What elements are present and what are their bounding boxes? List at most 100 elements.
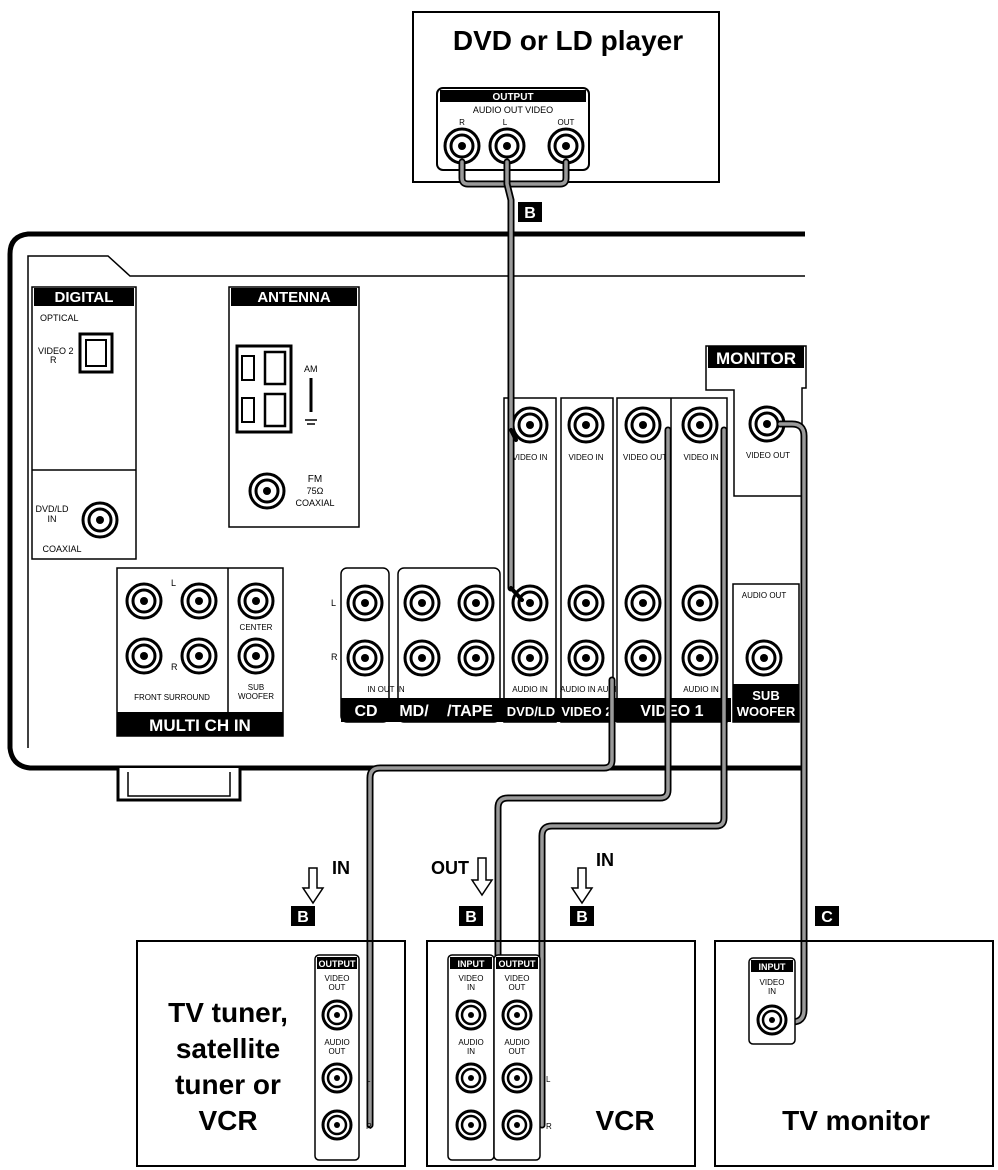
dvd-coax-label-2: IN xyxy=(48,514,57,524)
cd-in-r-jack[interactable] xyxy=(346,639,384,677)
vcr-audio-in-r-jack[interactable] xyxy=(455,1109,487,1141)
front-l-jack[interactable] xyxy=(125,582,163,620)
video2-audio-r-jack[interactable] xyxy=(567,639,605,677)
monitor-video-out-label: VIDEO OUT xyxy=(746,451,790,460)
tv-monitor-device: TV monitor INPUT VIDEO IN xyxy=(714,940,994,1167)
surround-l-jack[interactable] xyxy=(180,582,218,620)
video1-video-in-jack[interactable] xyxy=(681,406,719,444)
marker-b-vcr-left: B xyxy=(459,906,483,926)
fm-coaxial-jack[interactable] xyxy=(248,472,286,510)
marker-b-tuner: B xyxy=(291,906,315,926)
am-label: AM xyxy=(304,364,318,374)
tv-tuner-video-label-2: OUT xyxy=(329,983,346,992)
tv-tuner-l-label: L xyxy=(366,1075,371,1084)
dvd-coaxial-jack[interactable] xyxy=(81,501,119,539)
out-label: OUT xyxy=(431,858,469,878)
multi-r-label: R xyxy=(171,662,178,672)
vcr-r-label: R xyxy=(546,1122,552,1131)
vcr-output-label: OUTPUT xyxy=(499,959,537,969)
video1-video-out-jack[interactable] xyxy=(624,406,662,444)
multi-sub-jack[interactable] xyxy=(237,637,275,675)
tv-tuner-audio-l-jack[interactable] xyxy=(321,1062,353,1094)
vcr-audio-out-label-1: AUDIO xyxy=(504,1038,529,1047)
video2-video-in-label: VIDEO IN xyxy=(568,453,603,462)
video1-video-in-label: VIDEO IN xyxy=(683,453,718,462)
vcr-audio-out-l-jack[interactable] xyxy=(501,1062,533,1094)
marker-c: C xyxy=(815,906,839,926)
video1-audio-in-r-jack[interactable] xyxy=(681,639,719,677)
vcr-video-out-label-1: VIDEO xyxy=(505,974,530,983)
dvd-ld-audio-r-jack[interactable] xyxy=(511,639,549,677)
digital-header: DIGITAL xyxy=(55,289,114,306)
md-out-l-jack[interactable] xyxy=(403,584,441,622)
front-r-jack[interactable] xyxy=(125,637,163,675)
tv-tuner-video-out-jack[interactable] xyxy=(321,999,353,1031)
dvd-audio-l-jack[interactable] xyxy=(488,127,526,165)
vcr-device: VCR INPUT OUTPUT VIDEO IN VIDEO OUT AUDI… xyxy=(426,940,696,1167)
sub-woofer-panel: AUDIO OUT SUB WOOFER xyxy=(732,583,800,723)
fm-label: FM xyxy=(308,474,322,485)
vcr-title: VCR xyxy=(595,1105,654,1136)
dvd-ld-audio-in-label: AUDIO IN xyxy=(512,685,548,694)
cable-b-vcr-in xyxy=(538,426,728,1129)
tv-tuner-audio-r-jack[interactable] xyxy=(321,1109,353,1141)
dvd-coax-label-1: DVD/LD xyxy=(35,504,69,514)
digital-coaxial-label: COAXIAL xyxy=(42,544,81,554)
multi-sub-label: SUB xyxy=(248,683,264,692)
audio-in-out-mid-label: AUDIO IN AUDIO OUT xyxy=(560,685,642,694)
out-arrow xyxy=(470,857,494,897)
cd-in-l-jack[interactable] xyxy=(346,584,384,622)
dvd-player: DVD or LD player OUTPUT AUDIO OUT VIDEO … xyxy=(412,11,720,183)
marker-b-vcr-right-text: B xyxy=(576,909,588,926)
vcr-audio-in-l-jack[interactable] xyxy=(455,1062,487,1094)
in-out-label: IN OUT IN xyxy=(367,685,404,694)
front-surround-label: FRONT SURROUND xyxy=(134,693,210,702)
video1-audio-in-l-jack[interactable] xyxy=(681,584,719,622)
side-l-label: L xyxy=(331,598,336,608)
dvd-sub-label: AUDIO OUT VIDEO xyxy=(473,105,553,115)
marker-b-vcr-left-text: B xyxy=(465,909,477,926)
video1-audio-out-l-jack[interactable] xyxy=(624,584,662,622)
dvd-audio-r-jack[interactable] xyxy=(443,127,481,165)
video1-audio-in-label: AUDIO IN xyxy=(683,685,719,694)
marker-c-text: C xyxy=(821,909,833,926)
video2-audio-l-jack[interactable] xyxy=(567,584,605,622)
vcr-audio-out-r-jack[interactable] xyxy=(501,1109,533,1141)
surround-r-jack[interactable] xyxy=(180,637,218,675)
dvd-output-label: OUTPUT xyxy=(492,92,533,103)
sub-woofer-jack[interactable] xyxy=(745,639,783,677)
dvd-ld-label: DVD/LD xyxy=(507,704,555,719)
vcr-video-out-jack[interactable] xyxy=(501,999,533,1031)
dvd-ld-audio-l-jack[interactable] xyxy=(511,584,549,622)
vcr-video-in-label-2: IN xyxy=(467,983,475,992)
multi-l-label: L xyxy=(171,578,176,588)
monitor-panel: MONITOR VIDEO OUT xyxy=(705,345,807,497)
antenna-header: ANTENNA xyxy=(257,289,330,306)
video1-audio-out-r-jack[interactable] xyxy=(624,639,662,677)
md-in-r-jack[interactable] xyxy=(457,639,495,677)
marker-b-vcr-right: B xyxy=(570,906,594,926)
video2-video-in-jack[interactable] xyxy=(567,406,605,444)
input-label-bar: CD MD/ /TAPE DVD/LD VIDEO 2 VIDEO 1 xyxy=(341,698,731,722)
center-label: CENTER xyxy=(240,623,273,632)
tv-tuner-video-label-1: VIDEO xyxy=(325,974,350,983)
vcr-video-in-jack[interactable] xyxy=(455,999,487,1031)
dvd-jack-l-label: L xyxy=(503,118,508,127)
vcr-audio-in-label-1: AUDIO xyxy=(458,1038,483,1047)
optical-label: OPTICAL xyxy=(40,313,79,323)
video1-video-out-label: VIDEO OUT xyxy=(623,453,667,462)
vcr-audio-in-label-2: IN xyxy=(467,1047,475,1056)
md-in-l-jack[interactable] xyxy=(457,584,495,622)
dvd-ld-video-in-jack[interactable] xyxy=(511,406,549,444)
multi-ch-in-panel: MULTI CH IN L R FRONT SURROUND CENTER SU… xyxy=(116,567,284,737)
center-jack[interactable] xyxy=(237,582,275,620)
tv-tuner-output-label: OUTPUT xyxy=(319,959,357,969)
video1-column: VIDEO OUT VIDEO IN AUDIO IN xyxy=(616,397,728,723)
vcr-video-out-label-2: OUT xyxy=(509,983,526,992)
dvd-video-out-jack[interactable] xyxy=(547,127,585,165)
tv-tuner-audio-label-2: OUT xyxy=(329,1047,346,1056)
tv-monitor-video-in-jack[interactable] xyxy=(756,1004,788,1036)
tv-monitor-input-label: INPUT xyxy=(759,962,787,972)
md-out-r-jack[interactable] xyxy=(403,639,441,677)
cd-label: CD xyxy=(354,703,377,720)
